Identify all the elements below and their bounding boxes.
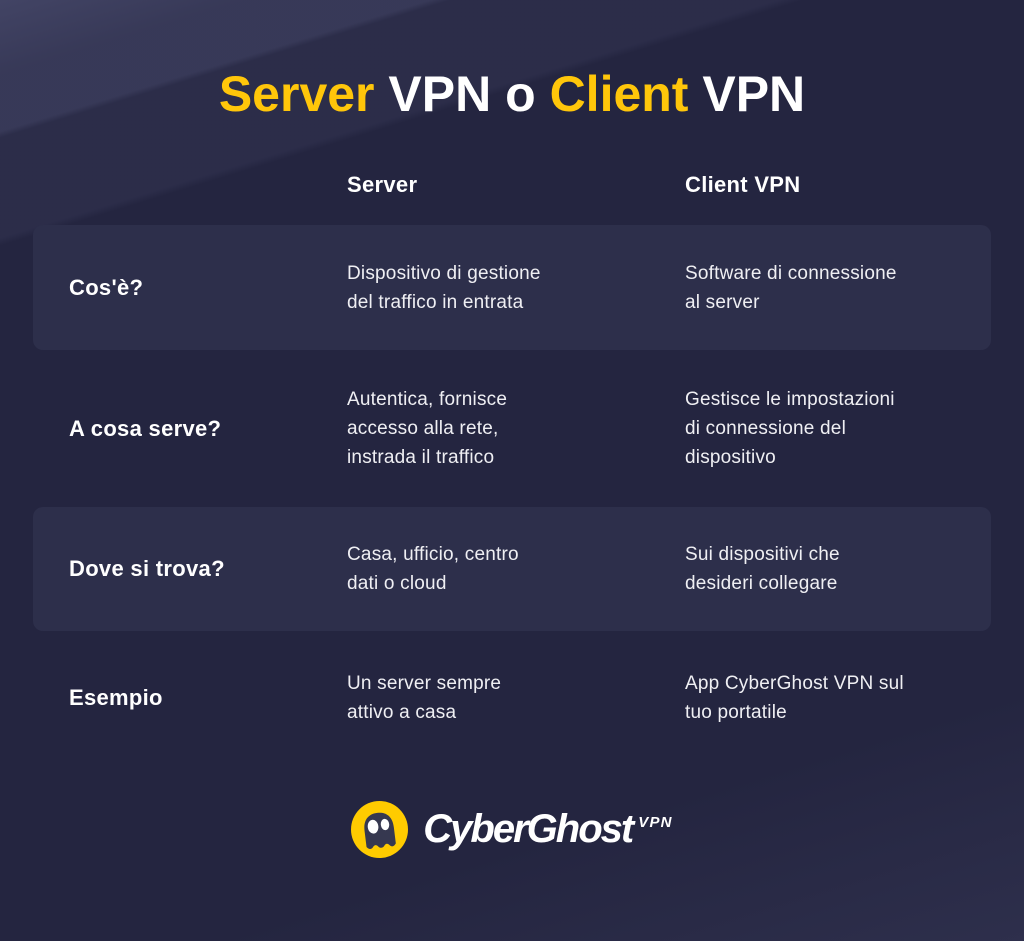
column-header-server: Server [347, 172, 418, 197]
row-label-esempio: Esempio [69, 685, 163, 710]
title-segment-server: Server [218, 66, 389, 122]
table-row: Dove si trova? Casa, ufficio, centro dat… [33, 507, 991, 631]
table-header-row: Server Client VPN [33, 122, 991, 225]
title-segment-client: Client [549, 66, 703, 122]
comparison-table: Server Client VPN Cos'è? Dispositivo di … [33, 122, 991, 765]
cell-server-esempio: Un server sempre attivo a casa [347, 673, 502, 723]
cell-server-a-cosa-serve: Autentica, fornisce accesso alla rete, i… [347, 389, 508, 468]
table-row: Cos'è? Dispositivo di gestione del traff… [33, 225, 991, 350]
page-title: Server VPN o Client VPN [0, 0, 1024, 122]
brand-vpn-suffix: VPN [638, 814, 673, 831]
row-label-a-cosa-serve: A cosa serve? [69, 415, 222, 441]
brand-wordmark: CyberGhost [423, 807, 634, 851]
cyberghost-logo: CyberGhost VPN [0, 801, 1024, 858]
table-row: Esempio Un server sempre attivo a casa A… [33, 631, 991, 765]
row-label-cos-e: Cos'è? [69, 274, 144, 300]
cell-server-dove-si-trova: Casa, ufficio, centro dati o cloud [347, 544, 519, 594]
title-segment-vpn: VPN [702, 66, 806, 122]
cyberghost-ghost-icon [351, 801, 409, 858]
cell-client-dove-si-trova: Sui dispositivi che desideri collegare [685, 544, 840, 594]
row-label-dove-si-trova: Dove si trova? [69, 556, 225, 581]
cell-client-a-cosa-serve: Gestisce le impostazioni di connessione … [685, 389, 895, 468]
cell-server-cos-e: Dispositivo di gestione del traffico in … [347, 262, 541, 313]
title-segment-vpn-o: VPN o [388, 66, 550, 122]
cell-client-cos-e: Software di connessione al server [685, 262, 897, 313]
header-spacer [33, 172, 347, 198]
cell-client-esempio: App CyberGhost VPN sul tuo portatile [685, 673, 904, 723]
column-header-client: Client VPN [685, 172, 801, 197]
table-row: A cosa serve? Autentica, fornisce access… [33, 350, 991, 507]
